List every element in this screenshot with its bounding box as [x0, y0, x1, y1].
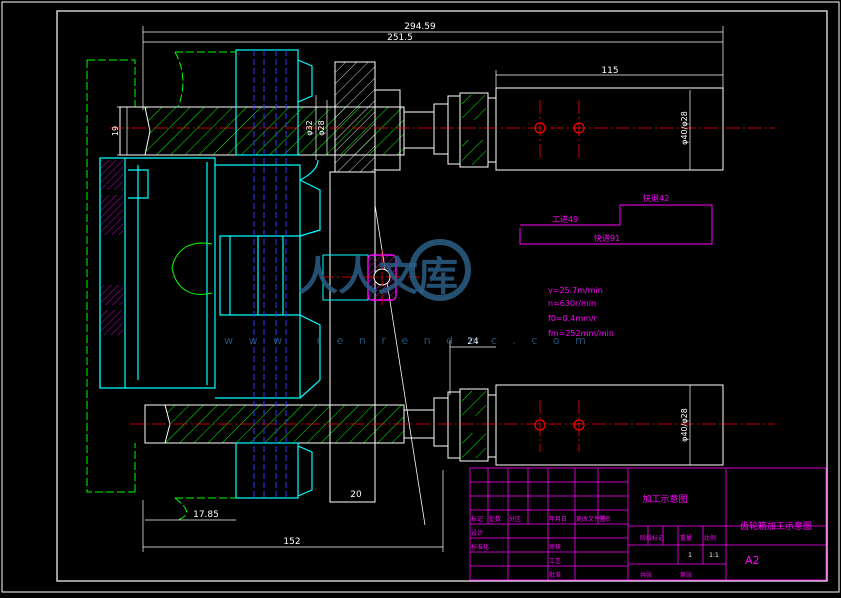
dim-tool-length: 115 — [601, 66, 618, 76]
title-block-label: 分区 — [509, 515, 521, 523]
dim-dia-top: φ40/φ28 — [680, 111, 689, 145]
sheet-size: A2 — [745, 554, 760, 567]
param-feed-rate: fm=252mm/min — [548, 329, 614, 338]
lower-gear — [235, 442, 313, 499]
title-block-labels: 标记处数分区 更改文件号签名 年月日设计标准化 阶段标记 重量 比例审核工艺批准 共张 第张 — [471, 515, 716, 579]
casting-outline — [86, 51, 236, 521]
dim-height-19: 19 — [111, 126, 120, 136]
title-block-label: 批准 — [549, 571, 561, 579]
label-work-feed: 工进49 — [552, 215, 578, 224]
hidden-lines — [253, 50, 287, 500]
part-name: 齿轮箱加工示意图 — [740, 520, 812, 532]
param-speed: v=25.7m/min — [548, 286, 603, 295]
housing-hatch-left — [101, 160, 123, 335]
title-block-label: 第张 — [680, 571, 692, 579]
watermark-text: 人人文库 — [298, 253, 458, 300]
watermark-url: w w w . r e n r e n d o c . c o m — [224, 334, 592, 347]
dim-length-2: 251.5 — [387, 33, 413, 43]
centerlines — [110, 100, 775, 452]
fixture-plate — [329, 61, 426, 526]
dim-dia-32: φ32 — [305, 120, 314, 135]
tool-holes — [534, 122, 585, 431]
param-feed: f0=0.4mm/r — [548, 314, 598, 323]
drawing-title: 加工示意图 — [642, 493, 687, 505]
title-block-label: 设计 — [471, 529, 483, 537]
title-block-label: 签名 — [599, 515, 611, 523]
title-block — [469, 467, 827, 581]
title-block-label: 工艺 — [549, 557, 561, 565]
upper-gear — [235, 49, 313, 156]
dim-offset-17-85: 17.85 — [193, 510, 219, 520]
title-block-label: 处数 — [489, 515, 501, 523]
watermark: 人人文库 w w w . r e n r e n d o c . c o m — [224, 239, 592, 347]
upper-tool-head — [447, 87, 724, 171]
title-block-label: 比例 — [704, 534, 716, 542]
dimension-lines — [117, 26, 724, 552]
title-block-label: 审核 — [549, 543, 561, 551]
label-fast-return: 快退42 — [643, 193, 669, 203]
gearbox-housing — [99, 157, 321, 399]
title-block-label: 阶段标记 — [640, 534, 664, 542]
dim-offset-24: 24 — [467, 337, 479, 347]
scale-value: 1:1 — [709, 552, 719, 559]
title-block-label: 标记 — [471, 515, 483, 523]
bore-arc — [171, 242, 213, 269]
upper-spindle — [119, 103, 449, 156]
dim-dia-bottom: φ40/φ28 — [680, 408, 689, 442]
lower-tool-head — [447, 384, 724, 466]
dim-dia-28: φ28 — [317, 120, 326, 135]
title-block-label: 重量 — [680, 534, 692, 542]
label-fast-feed: 快进91 — [594, 233, 620, 243]
qty-value: 1 — [688, 552, 692, 559]
param-rpm: n=630r/min — [548, 299, 596, 308]
lower-spindle — [144, 397, 449, 447]
title-block-label: 年月日 — [549, 515, 567, 523]
dim-overall-length: 294.59 — [404, 22, 436, 32]
title-block-label: 更改文件号 — [576, 515, 606, 523]
dim-base-152: 152 — [283, 537, 300, 547]
dim-offset-20: 20 — [350, 490, 362, 500]
title-block-label: 标准化 — [471, 543, 489, 551]
title-block-label: 共张 — [640, 571, 652, 579]
feed-cycle-diagram — [519, 204, 713, 245]
inner-frame — [56, 10, 828, 582]
